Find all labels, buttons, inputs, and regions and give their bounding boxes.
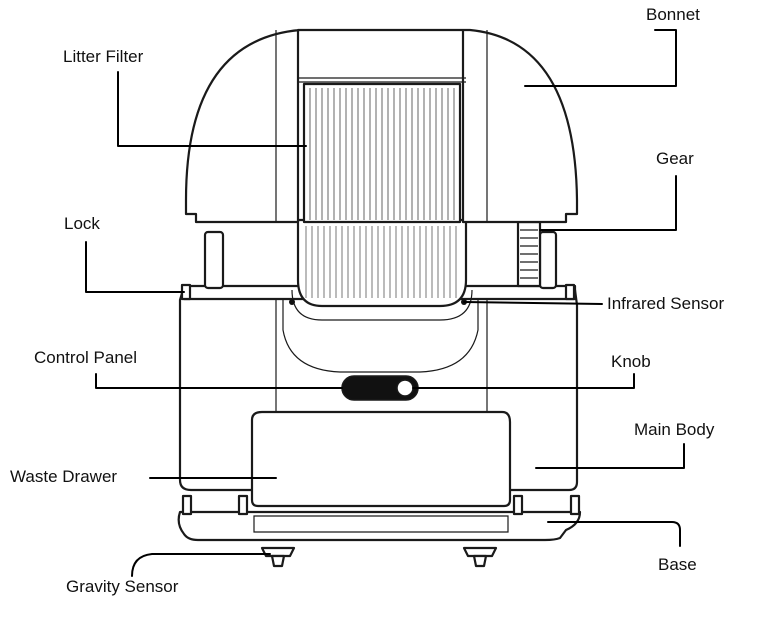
- label-control-panel: Control Panel: [34, 348, 138, 367]
- leader-base: [547, 521, 681, 547]
- knob-shape: [341, 375, 419, 401]
- label-bonnet: Bonnet: [646, 5, 700, 24]
- label-knob: Knob: [611, 352, 651, 371]
- leader-control-panel: [95, 373, 343, 389]
- gravity-sensor-feet: [260, 546, 498, 568]
- gear-shape: [516, 220, 542, 288]
- drum-shape: [291, 218, 473, 321]
- leader-infrared-sensor: [463, 301, 603, 305]
- leader-lock: [85, 241, 185, 293]
- leader-knob: [412, 373, 635, 389]
- leader-litter-filter: [117, 71, 307, 147]
- base-shape: [177, 494, 582, 542]
- label-main-body: Main Body: [634, 420, 715, 439]
- label-lock: Lock: [64, 214, 100, 233]
- waste-drawer-shape: [250, 410, 512, 508]
- leader-gravity-sensor: [131, 553, 271, 577]
- label-gear: Gear: [656, 149, 694, 168]
- leader-gear: [539, 175, 677, 231]
- label-infrared-sensor: Infrared Sensor: [607, 294, 725, 313]
- leader-bonnet: [524, 29, 677, 87]
- label-waste-drawer: Waste Drawer: [10, 467, 118, 486]
- leader-lines: [85, 29, 685, 577]
- label-litter-filter: Litter Filter: [63, 47, 144, 66]
- infrared-sensor-left: [289, 299, 295, 305]
- label-gravity-sensor: Gravity Sensor: [66, 577, 179, 596]
- leader-main-body: [535, 443, 685, 469]
- bonnet-shape: [184, 28, 579, 224]
- label-base: Base: [658, 555, 697, 574]
